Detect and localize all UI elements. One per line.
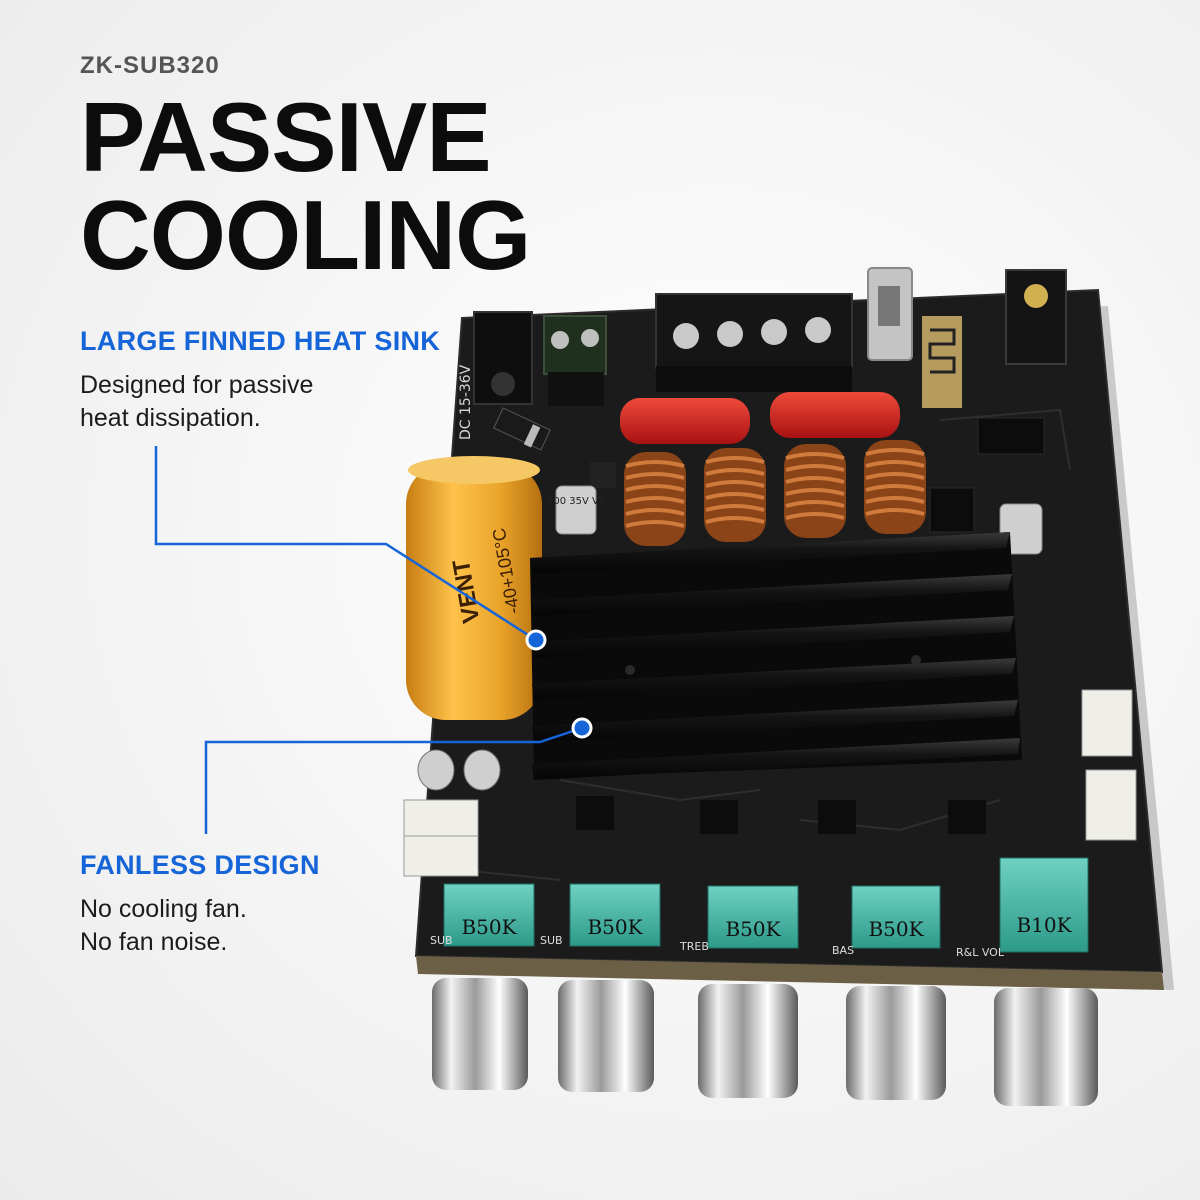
- pot-silk-label: SUB: [540, 934, 563, 947]
- feature-heat-sink: LARGE FINNED HEAT SINK Designed for pass…: [80, 326, 440, 435]
- opamp-chip: [818, 800, 856, 834]
- inductor-coils: [624, 438, 928, 546]
- title-line-2: COOLING: [80, 180, 531, 290]
- film-capacitor: [620, 398, 750, 444]
- small-capacitor: 100 35V VT: [547, 485, 606, 535]
- speaker-terminal-small: [543, 315, 607, 406]
- feature-description: No cooling fan. No fan noise.: [80, 893, 320, 959]
- jst-connector: [403, 835, 479, 877]
- audio-input-jack: [1005, 269, 1067, 365]
- feature-desc-line: No cooling fan.: [80, 895, 247, 923]
- feature-desc-line: Designed for passive: [80, 371, 314, 399]
- potentiometer[interactable]: B50K BAS: [832, 885, 946, 1100]
- pot-value-label: B50K: [461, 915, 517, 939]
- feature-desc-line: No fan noise.: [80, 928, 228, 956]
- potentiometer[interactable]: B50K SUB: [430, 883, 535, 1090]
- pot-knob[interactable]: [846, 986, 946, 1100]
- pot-silk-label: SUB: [430, 934, 453, 947]
- ic-chip: [929, 487, 975, 533]
- small-capacitor-label: 100 35V VT: [547, 496, 606, 507]
- feature-title: LARGE FINNED HEAT SINK: [80, 326, 441, 356]
- diode: [493, 407, 551, 451]
- pot-knob[interactable]: [558, 980, 654, 1092]
- potentiometer[interactable]: B50K TREB: [679, 885, 799, 1098]
- ic-chip: [590, 462, 616, 488]
- page-title: PASSIVE COOLING: [80, 82, 531, 290]
- pot-knob[interactable]: [698, 984, 798, 1098]
- potentiometer[interactable]: B10K R&L VOL: [956, 857, 1098, 1106]
- power-terminal-block: [655, 293, 853, 392]
- pot-value-label: B50K: [587, 915, 643, 939]
- bluetooth-antenna: [922, 316, 962, 408]
- callout-fanless: [204, 717, 593, 834]
- pot-value-label: B10K: [1016, 913, 1072, 937]
- small-capacitor: [417, 749, 455, 791]
- jst-connector: [1081, 689, 1133, 757]
- pot-silk-label: R&L VOL: [956, 946, 1005, 959]
- callout-heat-sink: [154, 446, 547, 651]
- feature-title: FANLESS DESIGN: [80, 850, 320, 880]
- film-capacitor: [770, 392, 900, 438]
- main-filter-capacitor: VENT -40+105°C: [406, 456, 542, 720]
- pot-knob[interactable]: [432, 978, 528, 1090]
- pot-value-label: B50K: [868, 917, 924, 941]
- potentiometer[interactable]: B50K SUB: [540, 883, 661, 1092]
- pot-silk-label: BAS: [832, 944, 854, 957]
- opamp-chip: [700, 800, 738, 834]
- dc-power-jack: [473, 311, 533, 405]
- jst-connector: [1085, 769, 1137, 841]
- pot-knob[interactable]: [994, 988, 1098, 1106]
- feature-desc-line: heat dissipation.: [80, 404, 261, 432]
- opamp-chip: [948, 800, 986, 834]
- feature-fanless: FANLESS DESIGN No cooling fan. No fan no…: [80, 850, 320, 959]
- pot-silk-label: TREB: [679, 940, 709, 953]
- header: ZK-SUB320 PASSIVE COOLING: [80, 52, 531, 290]
- ic-chip: [977, 417, 1045, 455]
- finned-heat-sink: [530, 532, 1022, 780]
- jst-connector: [403, 799, 479, 841]
- model-number: ZK-SUB320: [80, 52, 220, 79]
- opamp-chip: [576, 796, 614, 830]
- title-line-1: PASSIVE: [80, 82, 492, 192]
- feature-description: Designed for passive heat dissipation.: [80, 369, 440, 435]
- dc-voltage-silk: DC 15-36V: [458, 364, 474, 440]
- power-switch: [867, 267, 913, 361]
- pot-value-label: B50K: [725, 917, 781, 941]
- small-capacitor: [463, 749, 501, 791]
